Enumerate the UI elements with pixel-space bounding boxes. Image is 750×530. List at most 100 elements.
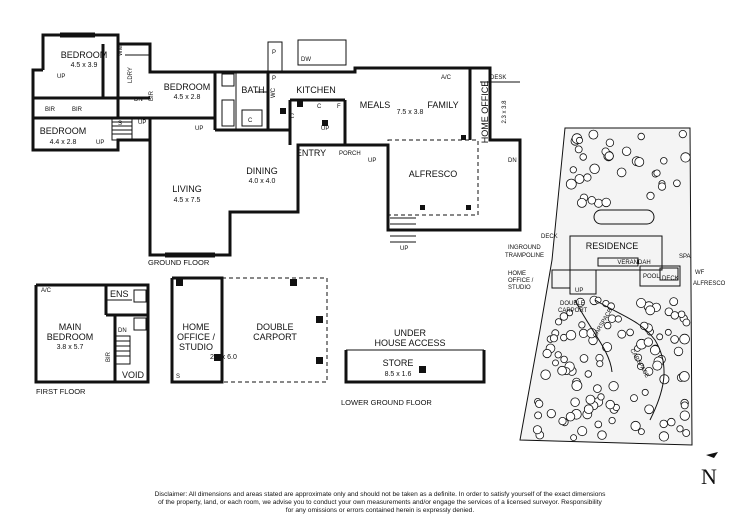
tree-icon	[577, 426, 588, 437]
tree-icon	[540, 369, 551, 380]
main-bedroom-name2: BEDROOM	[47, 332, 94, 342]
tree-icon	[594, 420, 603, 429]
tree-icon	[670, 335, 679, 344]
living-name: LIVING	[172, 184, 202, 194]
tree-icon	[652, 360, 663, 371]
tree-icon	[659, 419, 668, 429]
site-carport-line1: DOUBLE	[560, 301, 585, 307]
bedroom1-size: 4.5 x 3.9	[71, 62, 98, 69]
alfresco-outline	[387, 139, 479, 216]
first-dn-label: DN	[118, 328, 127, 334]
tree-icon	[682, 429, 691, 437]
bedroom2-size: 4.5 x 2.8	[174, 94, 201, 101]
tree-icon	[670, 311, 679, 320]
tree-icon	[570, 397, 580, 407]
ldry-label: LDRY	[128, 67, 134, 83]
lg-studio-size: 2.8 x 6.0	[210, 354, 237, 361]
tree-icon	[596, 360, 604, 368]
tree-icon	[584, 370, 592, 378]
tree-icon	[532, 425, 542, 435]
main-bedroom-name: MAIN	[59, 322, 82, 332]
tree-icon	[602, 342, 613, 353]
tree-icon	[664, 328, 672, 336]
wm-label: WM	[118, 45, 124, 56]
p-label-1: P	[272, 50, 276, 56]
dining-name: DINING	[246, 166, 278, 176]
tree-icon	[680, 152, 691, 163]
tree-icon	[680, 401, 689, 410]
disclaimer-line3: for any omissions or errors contained he…	[285, 506, 475, 514]
void-label: VOID	[122, 370, 145, 380]
home-office-name: HOME OFFICE	[480, 81, 490, 144]
tree-icon	[579, 153, 587, 161]
ac-label: A/C	[441, 75, 452, 81]
porch-label: PORCH	[339, 151, 361, 157]
up-label-5: UP	[321, 126, 329, 132]
site-spa-label: SPA	[679, 254, 691, 260]
disclaimer: Disclaimer: All dimensions and areas sta…	[100, 491, 660, 514]
tree-icon	[570, 434, 577, 442]
tree-icon	[637, 132, 645, 141]
tree-icon	[579, 354, 589, 363]
tree-icon	[643, 337, 653, 347]
site-up-label: UP	[575, 288, 583, 294]
tree-icon	[604, 151, 614, 161]
bir-label-2: BIR	[72, 107, 83, 113]
store-size: 8.5 x 1.6	[385, 371, 412, 378]
tree-icon	[542, 348, 552, 359]
tree-icon	[578, 321, 586, 329]
tree-icon	[571, 380, 583, 392]
site-verandah-label: VERANDAH	[617, 260, 650, 266]
ens-label: ENS	[110, 289, 129, 299]
tree-icon	[630, 420, 641, 432]
alfresco-steps	[390, 217, 416, 243]
p-label-2: P	[272, 76, 276, 82]
tree-icon	[574, 145, 583, 154]
bath-name: BATH	[241, 85, 264, 95]
up-label-3: UP	[138, 120, 146, 126]
site-trees	[532, 129, 691, 442]
tree-icon	[667, 417, 676, 427]
first-bir-label: BIR	[106, 351, 112, 362]
site-plan: RESIDENCE VERANDAH DECK INGROUND TRAMPOL…	[505, 127, 726, 446]
tree-icon	[641, 388, 649, 396]
tree-icon	[597, 393, 605, 401]
north-compass: N	[701, 452, 718, 489]
tree-icon	[569, 166, 577, 174]
tree-icon	[645, 305, 656, 316]
c-label-3: C	[317, 104, 322, 110]
tree-icon	[656, 333, 664, 341]
tree-icon	[608, 381, 619, 392]
dn-label-2: DN	[508, 158, 517, 164]
lg-carport-line2: CARPORT	[253, 332, 297, 342]
tree-icon	[678, 130, 687, 139]
meals-name: MEALS	[360, 100, 391, 110]
bedroom2-name: BEDROOM	[164, 82, 211, 92]
meals-size: 7.5 x 3.8	[397, 109, 424, 116]
tree-icon	[608, 416, 616, 425]
tree-icon	[565, 330, 577, 341]
bir-label-1: BIR	[45, 107, 56, 113]
tree-icon	[677, 310, 686, 318]
dn-label-1: DN	[134, 97, 143, 103]
site-carport-line2: CARPORT	[558, 308, 588, 314]
tree-icon	[657, 182, 667, 191]
f-label: F	[337, 104, 341, 110]
ground-stairs	[111, 117, 133, 141]
tree-icon	[617, 329, 627, 339]
up-label-6: UP	[368, 158, 376, 164]
lg-s-label: S	[176, 374, 180, 380]
tree-icon	[669, 297, 679, 307]
tree-icon	[673, 179, 681, 188]
site-studio-line1: HOME	[508, 271, 526, 277]
tree-icon	[605, 138, 615, 147]
lower-ground-plan: HOME OFFICE / STUDIO 2.8 x 6.0 S DOUBLE …	[170, 276, 486, 407]
tree-icon	[679, 410, 690, 421]
tree-icon	[558, 416, 567, 426]
tree-icon	[565, 178, 577, 190]
c-label-2: C	[290, 114, 295, 120]
alfresco-name: ALFRESCO	[409, 169, 458, 179]
tree-icon	[621, 146, 632, 157]
dining-size: 4.0 x 4.0	[249, 178, 276, 185]
living-size: 4.5 x 7.5	[174, 197, 201, 204]
